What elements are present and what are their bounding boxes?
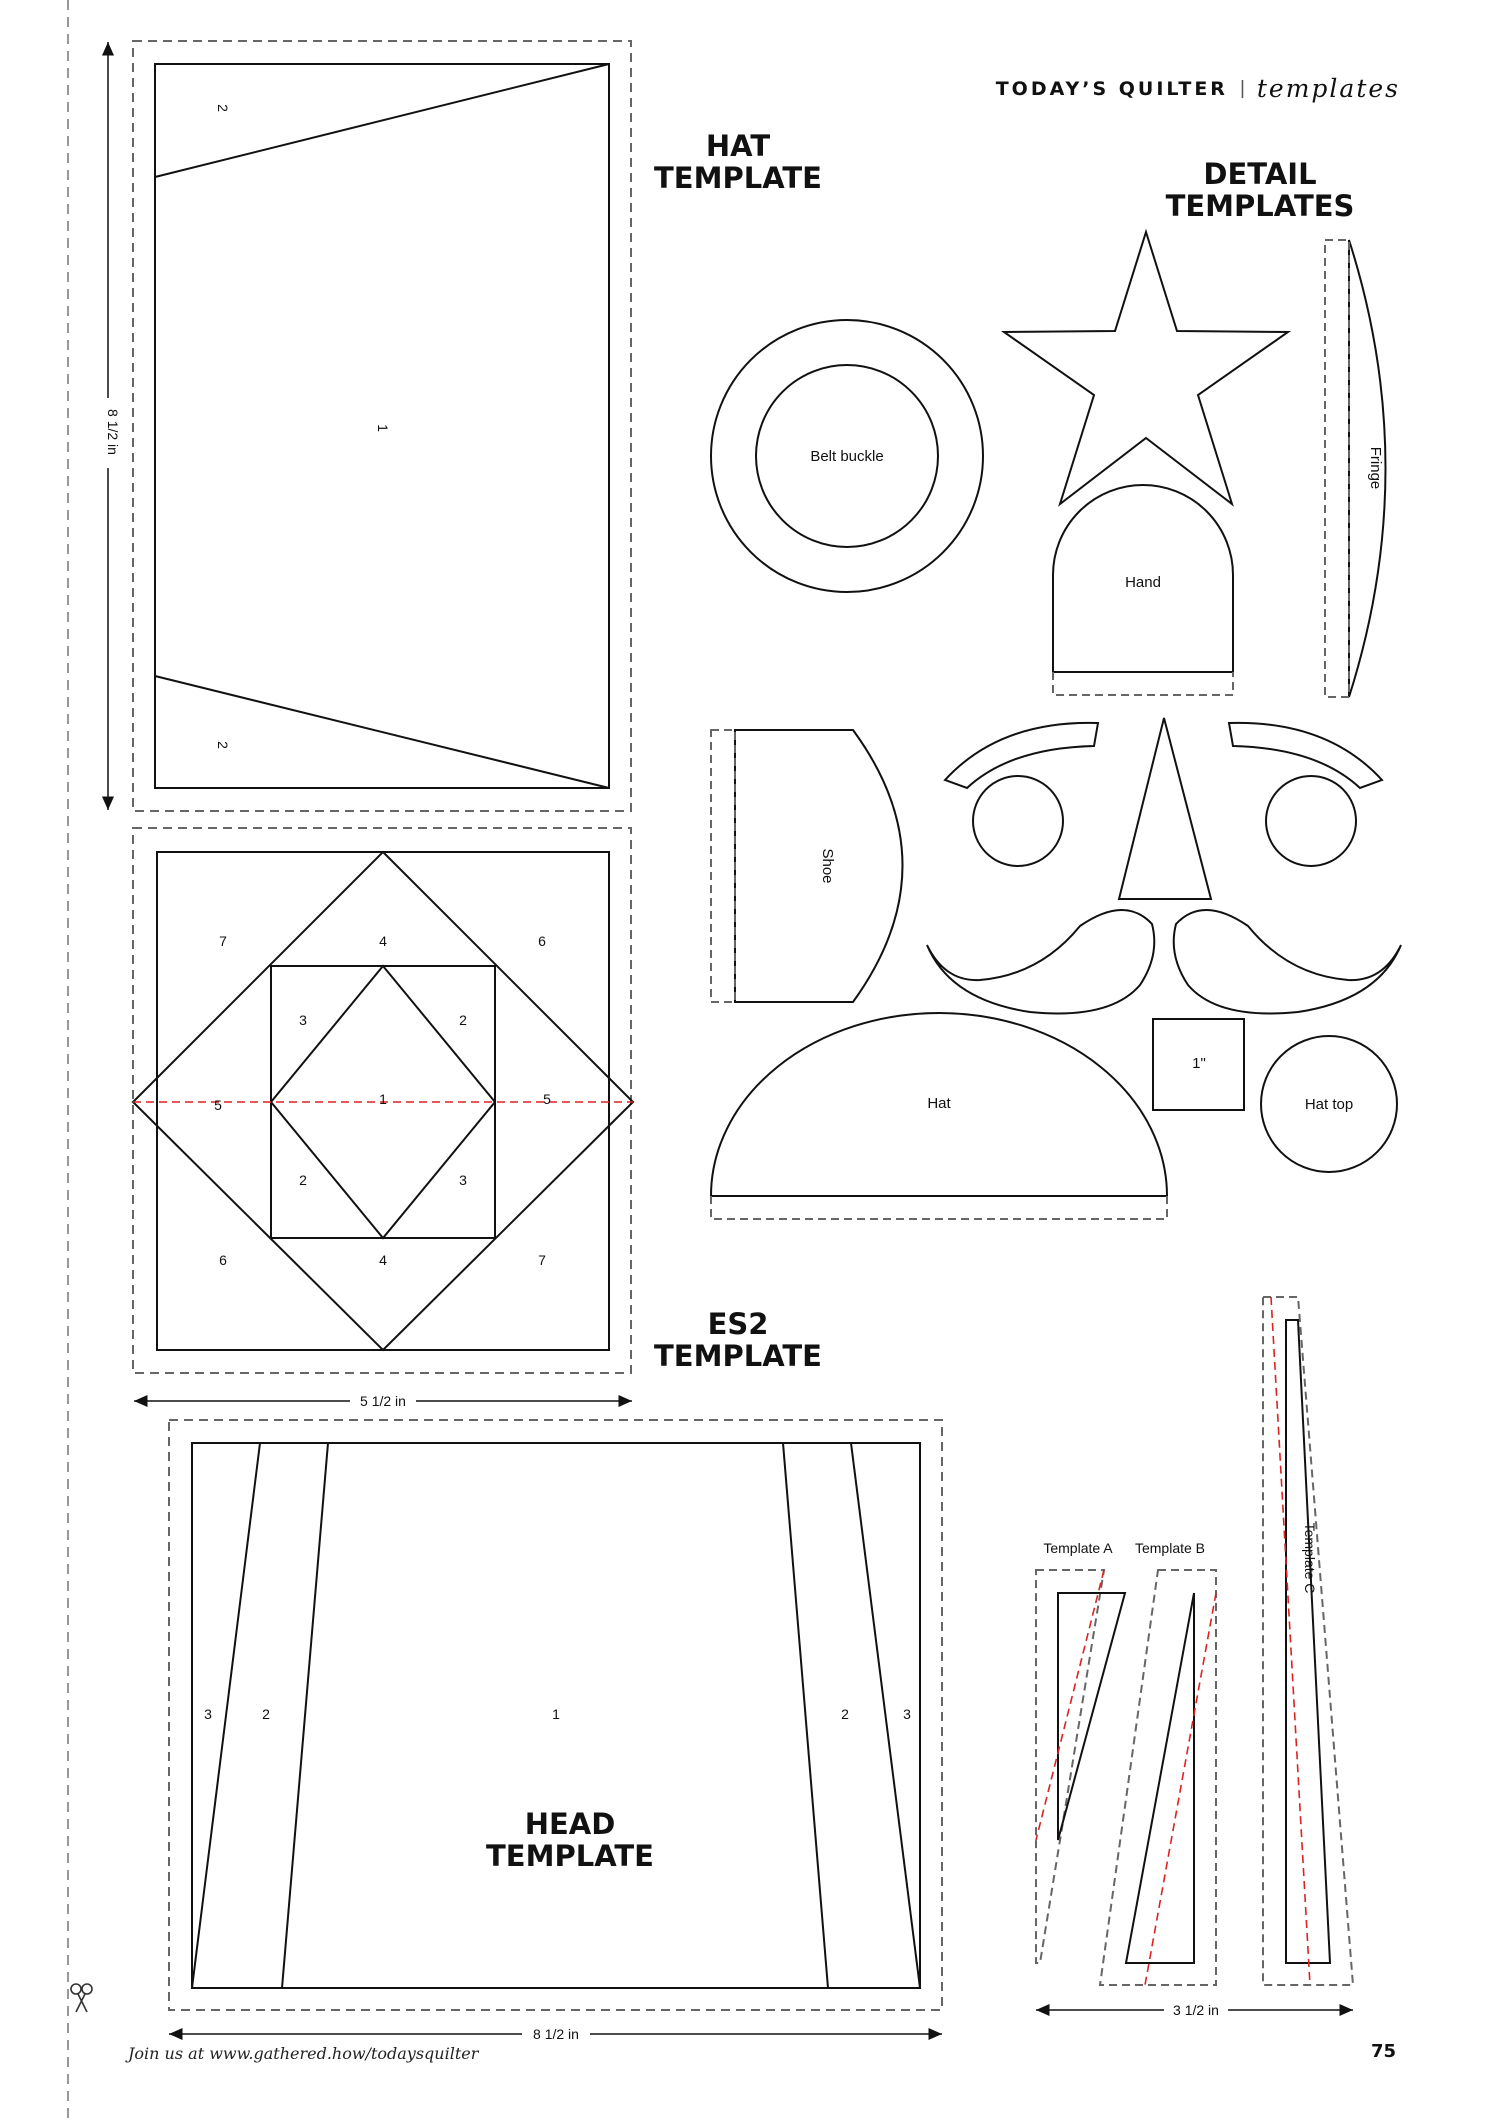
hand-template [1052,484,1234,696]
nose-template [1117,717,1213,900]
es2-num: 2 [299,1172,307,1188]
hat-piece-2-top: 2 [215,104,231,112]
shoe-label: Shoe [819,848,836,883]
template-b [1098,1569,1217,1986]
es2-template-heading: ES2 TEMPLATE [654,1307,822,1373]
es2-num: 3 [459,1172,467,1188]
left-eyebrow-template [943,721,1100,790]
star-template [1000,228,1292,507]
es2-num: 7 [219,933,227,949]
hat-height-label: 8 1/2 in [105,409,121,455]
head-num: 1 [552,1706,560,1722]
template-c [1262,1296,1355,1986]
shoe-template [710,729,904,1003]
es2-num: 4 [379,933,387,949]
small-templates-width-label: 3 1/2 in [1173,2002,1219,2018]
hat-top-template [1260,1035,1398,1173]
belt-buckle-template [710,319,984,593]
page-number: 75 [1370,2041,1396,2062]
belt-buckle-label: Belt buckle [810,448,883,465]
hat-detail-template [709,1012,1169,1220]
es2-num: 7 [538,1252,546,1268]
head-width-label: 8 1/2 in [533,2026,579,2042]
header-separator: | [1239,77,1245,99]
hat-piece-1: 1 [375,424,391,432]
left-moustache-template [926,909,1156,1015]
es2-num: 6 [538,933,546,949]
es2-template [131,827,635,1374]
running-header: TODAY’S QUILTER | templates [996,74,1400,103]
es2-num: 2 [459,1012,467,1028]
hat-template [132,40,632,812]
head-num: 3 [903,1706,911,1722]
fringe-template [1324,239,1387,698]
one-inch-square [1152,1018,1245,1111]
es2-num: 6 [219,1252,227,1268]
hat-top-label: Hat top [1305,1096,1353,1113]
es2-num: 5 [214,1097,222,1113]
es2-num: 5 [543,1091,551,1107]
es2-num: 4 [379,1252,387,1268]
head-template-heading: HEAD TEMPLATE [486,1807,654,1873]
head-template [168,1419,943,2011]
head-seam-allowance [168,1419,943,2011]
head-num: 2 [841,1706,849,1722]
detail-templates-heading: DETAIL TEMPLATES [1165,157,1355,223]
head-num: 2 [262,1706,270,1722]
right-eye-template [1265,775,1357,867]
hat-piece-2-bottom: 2 [215,741,231,749]
hat-outline [154,63,610,789]
template-a-label: Template A [1043,1540,1113,1556]
template-b-label: Template B [1135,1540,1205,1556]
es2-num: 3 [299,1012,307,1028]
hat-template-heading: HAT TEMPLATE [654,129,822,195]
hat-seam-allowance [132,40,632,812]
section-name: templates [1256,74,1400,103]
magazine-brand: TODAY’S QUILTER [995,77,1228,100]
hand-label: Hand [1125,574,1161,591]
scissors-icon [70,1983,93,2013]
head-num: 3 [204,1706,212,1722]
fringe-label: Fringe [1367,447,1384,490]
right-moustache-template [1172,909,1402,1015]
es2-width-label: 5 1/2 in [360,1393,406,1409]
es2-num: 1 [379,1091,387,1107]
footer-url: Join us at www.gathered.how/todaysquilte… [128,2044,479,2063]
right-eyebrow-template [1227,721,1384,790]
one-inch-square-label: 1" [1192,1055,1206,1072]
template-a [1035,1569,1127,1964]
left-eye-template [972,775,1064,867]
template-c-label: Template C [1302,1523,1318,1594]
hat-detail-label: Hat [927,1095,951,1112]
